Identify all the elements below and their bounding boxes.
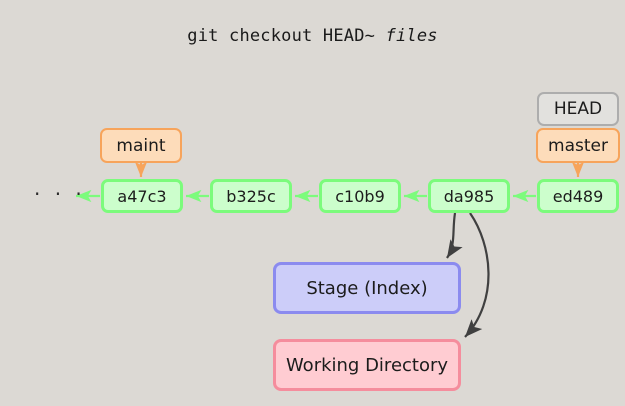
title-command: git checkout HEAD~ — [187, 26, 386, 46]
branch-name: maint — [116, 135, 166, 156]
commit-node-c10b9[interactable]: c10b9 — [319, 179, 401, 213]
branch-name: master — [548, 135, 608, 156]
stage-index-box[interactable]: Stage (Index) — [273, 262, 461, 314]
working-directory-label: Working Directory — [285, 354, 449, 376]
commit-node-b325c[interactable]: b325c — [210, 179, 292, 213]
commit-label: da985 — [443, 186, 495, 206]
branch-pointer-arrows — [134, 161, 585, 177]
page-title: git checkout HEAD~ files — [0, 26, 625, 46]
head-pointer-box[interactable]: HEAD — [537, 92, 619, 126]
stage-index-label: Stage (Index) — [306, 277, 428, 299]
commit-label: a47c3 — [117, 186, 167, 206]
title-argument: files — [385, 26, 438, 46]
head-label: HEAD — [553, 99, 603, 119]
commit-node-ed489[interactable]: ed489 — [537, 179, 619, 213]
working-directory-box[interactable]: Working Directory — [273, 339, 461, 391]
commit-label: b325c — [226, 186, 276, 206]
commit-label: c10b9 — [335, 186, 385, 206]
commit-node-da985[interactable]: da985 — [428, 179, 510, 213]
history-ellipsis: · · · — [34, 182, 86, 206]
branch-label-maint[interactable]: maint — [100, 128, 182, 163]
commit-label: ed489 — [552, 186, 604, 206]
commit-node-a47c3[interactable]: a47c3 — [101, 179, 183, 213]
branch-label-master[interactable]: master — [536, 128, 620, 163]
